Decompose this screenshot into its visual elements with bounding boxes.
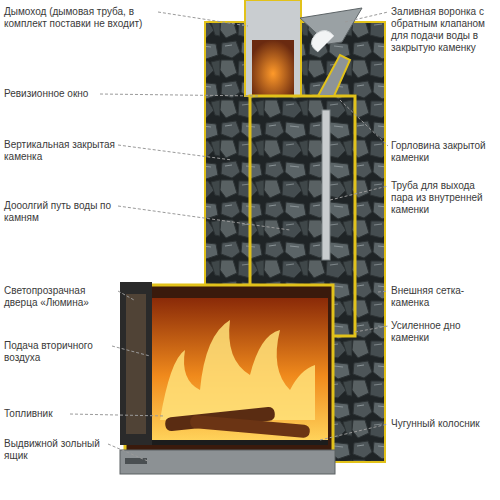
callout-label: Топливник: [4, 408, 104, 420]
callout-label: Заливная воронка с обратным клапаном для…: [391, 6, 496, 54]
callout-label: Дооолгий путь воды по камням: [4, 200, 116, 224]
callout-label: Дымоход (дымовая труба, в комплект поста…: [4, 6, 156, 30]
callout-label: Подача вторичного воздуха: [4, 340, 110, 364]
callout-label: Горловина закрытой каменки: [391, 140, 496, 164]
callout-label: Внешняя сетка-каменка: [391, 285, 496, 309]
callout-label: Усиленное дно каменки: [391, 320, 496, 344]
callout-label: Вертикальная закрытая каменка: [4, 139, 116, 163]
callout-label: Выдвижной зольный ящик: [4, 438, 106, 462]
callout-label: Ревизионное окно: [4, 88, 124, 100]
callout-label: Труба для выхода пара из внутренней каме…: [391, 180, 496, 216]
callout-label: Светопрозрачная дверца «Люмина»: [4, 285, 116, 309]
callout-label: Чугунный колосник: [391, 418, 496, 430]
